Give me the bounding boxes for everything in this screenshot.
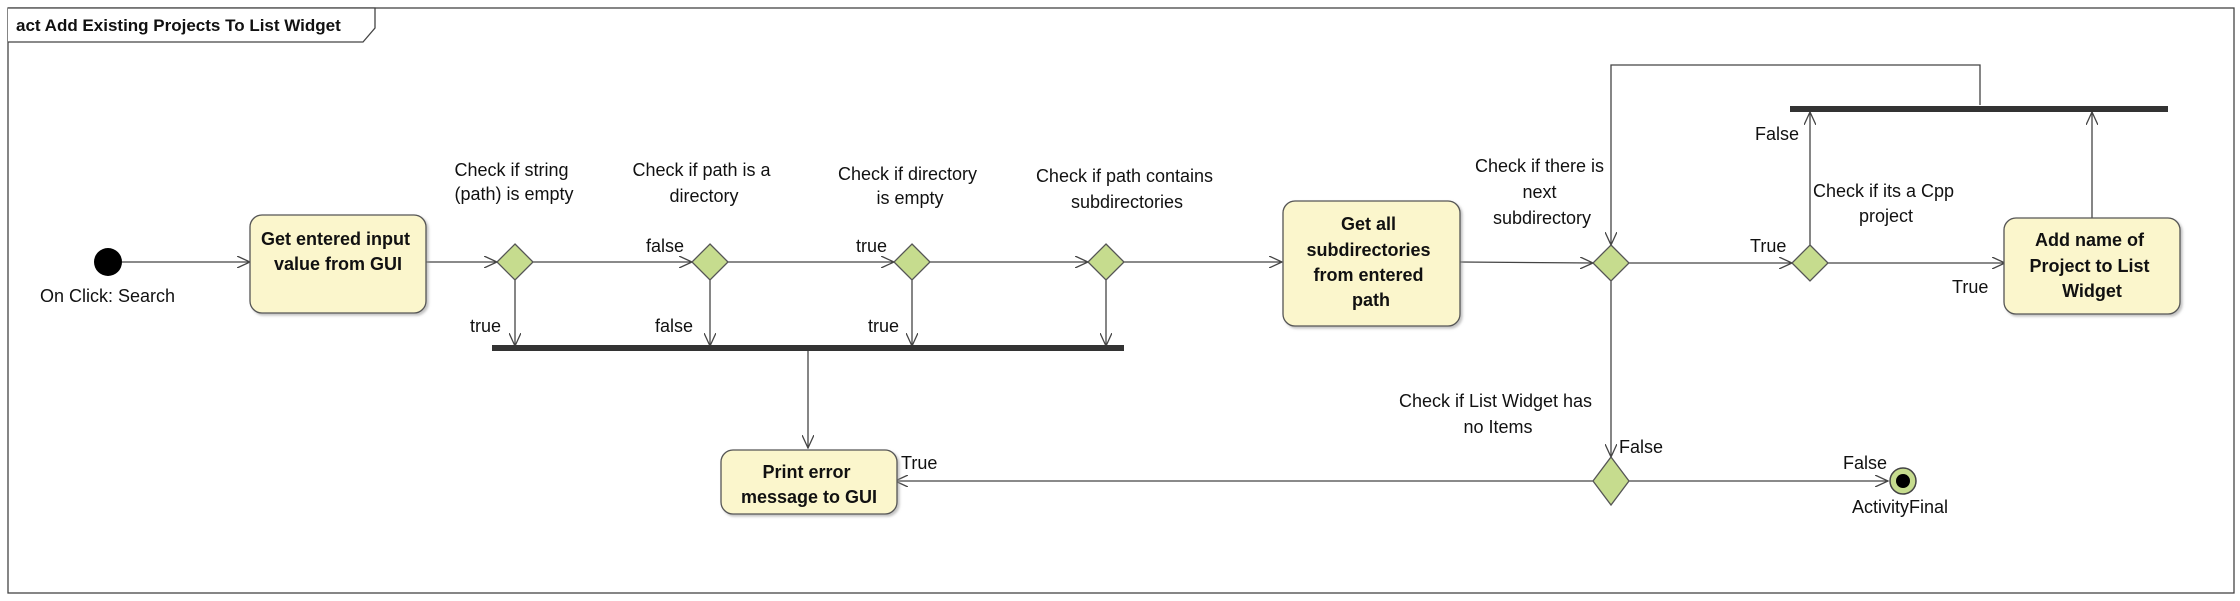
initial-node (94, 248, 122, 276)
decision-string-empty-label: Check if string (path) is empty (454, 160, 573, 204)
guard-is-directory-true: true (856, 236, 887, 256)
frame-title: act Add Existing Projects To List Widget (16, 16, 341, 35)
guard-is-cpp-true: True (1952, 277, 1988, 297)
initial-label: On Click: Search (40, 286, 175, 306)
decision-is-cpp-project-label: Check if its a Cpp project (1813, 181, 1959, 226)
loop-join-bar (1790, 106, 2168, 112)
guard-directory-empty-true: true (868, 316, 899, 336)
activity-final-label: ActivityFinal (1852, 497, 1948, 517)
error-join-bar (492, 345, 1124, 351)
guard-string-empty-false: false (646, 236, 684, 256)
decision-next-subdirectory (1592, 244, 1630, 282)
action-print-error: Print error message to GUI (720, 449, 898, 515)
svg-text:Add name of Project to L: Add name of Project to List Widget (2029, 230, 2154, 301)
decision-string-empty (496, 243, 534, 281)
frame-title-tab (8, 7, 376, 43)
action-add-project-name: Add name of Project to List Widget (2003, 217, 2181, 315)
guard-next-subdirectory-true: True (1750, 236, 1786, 256)
decision-directory-empty-label: Check if directory is empty (838, 164, 982, 208)
guard-is-directory-false: false (655, 316, 693, 336)
control-flows (122, 64, 2092, 481)
decision-contains-subdirectories (1087, 243, 1125, 281)
guard-string-empty-true: true (470, 316, 501, 336)
action-get-input: Get entered input value from GUI (249, 214, 427, 314)
guard-list-empty-false: False (1843, 453, 1887, 473)
action-get-subdirectories: Get all subdirectories from entered path (1282, 200, 1461, 327)
decision-next-subdirectory-label: Check if there is next subdirectory (1475, 156, 1609, 228)
guard-is-cpp-false: False (1755, 124, 1799, 144)
decision-directory-empty (893, 243, 931, 281)
activity-final-node (1889, 467, 1917, 495)
diagram-frame (7, 7, 2235, 594)
decision-is-directory (691, 243, 729, 281)
decision-contains-subdirectories-label: Check if path contains subdirectories (1036, 166, 1218, 212)
svg-text:Print error message to G: Print error message to GUI (741, 462, 877, 507)
decision-list-empty-label: Check if List Widget has no Items (1399, 391, 1597, 437)
decision-list-empty (1592, 455, 1630, 507)
guard-list-empty-true: True (901, 453, 937, 473)
decision-is-directory-label: Check if path is a directory (632, 160, 775, 206)
svg-text:Get all subdirectories: Get all subdirectories from entered path (1306, 214, 1435, 310)
svg-text:Get entered input value: Get entered input value from GUI (261, 229, 415, 274)
guard-next-subdirectory-false: False (1619, 437, 1663, 457)
decision-is-cpp-project (1791, 244, 1829, 282)
